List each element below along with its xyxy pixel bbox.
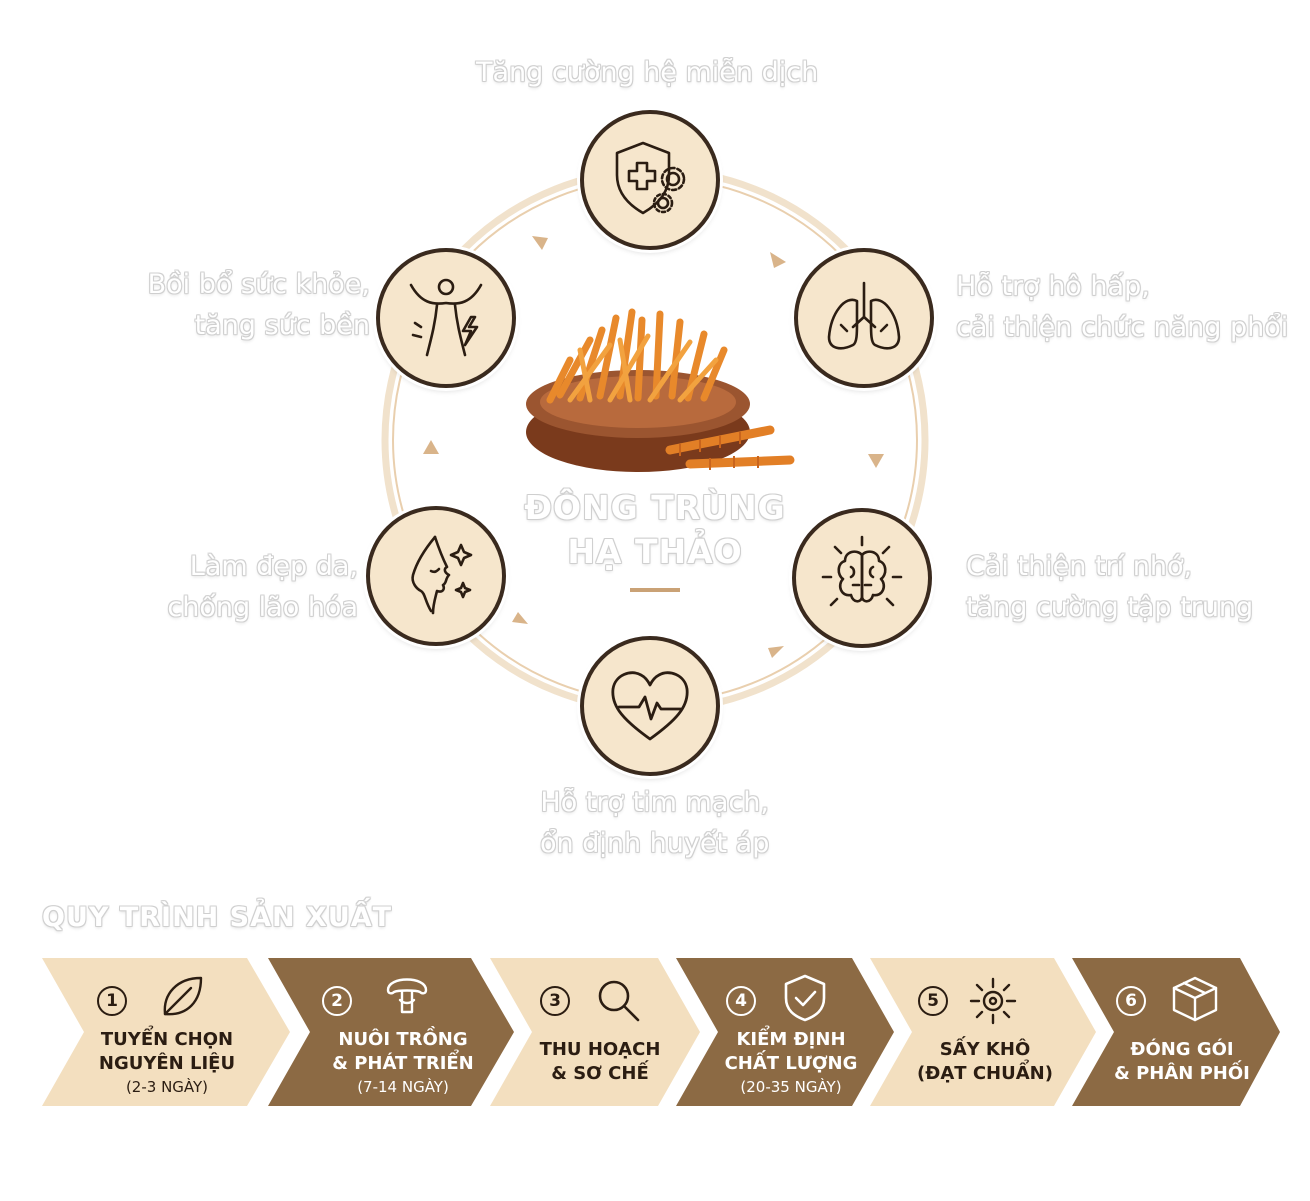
benefit-label-line: Hỗ trợ hô hấp, <box>956 271 1150 302</box>
leaf-icon <box>163 976 203 1016</box>
magnifier-icon <box>598 980 640 1022</box>
ring-arrow <box>770 252 786 268</box>
step-number: 1 <box>97 986 127 1016</box>
center-title-line: HẠ THẢO <box>567 532 743 571</box>
heart-pulse-icon <box>611 671 689 741</box>
benefit-label-skin: Làm đẹp da, chống lão hóa <box>110 546 358 628</box>
benefit-label-line: Cải thiện trí nhớ, <box>966 551 1193 582</box>
step-label: KIỂM ĐỊNH CHẤT LƯỢNG (20-35 NGÀY) <box>706 1028 876 1098</box>
step-label: NUÔI TRỒNG & PHÁT TRIỂN (7-14 NGÀY) <box>318 1028 488 1098</box>
step-number: 4 <box>726 986 756 1016</box>
benefit-skin-circle <box>366 506 506 646</box>
step-number: 2 <box>322 986 352 1016</box>
step-number: 6 <box>1116 986 1146 1016</box>
step-label-line: NGUYÊN LIỆU <box>98 1053 236 1074</box>
brain-icon <box>821 535 903 607</box>
step-label: THU HOẠCH & SƠ CHẾ <box>520 1038 680 1086</box>
process-step-1: 1 TUYỂN CHỌN NGUYÊN LIỆU (2-3 NGÀY) <box>42 958 290 1106</box>
face-sparkle-icon <box>411 535 473 615</box>
benefit-brain-circle <box>792 508 932 648</box>
process-step-5: 5 SẤY KHÔ (ĐẠT CHUẨN) <box>870 958 1096 1106</box>
step-number: 3 <box>540 986 570 1016</box>
ring-arrow <box>868 454 884 468</box>
process-title: QUY TRÌNH SẢN XUẤT <box>42 902 393 933</box>
step-duration: (2-3 NGÀY) <box>125 1078 209 1096</box>
step-label-line: & SƠ CHẾ <box>551 1063 649 1084</box>
benefit-heart-circle <box>580 636 720 776</box>
process-step-6: 6 ĐÓNG GÓI & PHÂN PHỐI <box>1072 958 1280 1106</box>
cordyceps-bowl-image <box>526 308 795 472</box>
benefit-label-heart: Hỗ trợ tim mạch, ổn định huyết áp <box>540 782 769 864</box>
step-label-line: ĐÓNG GÓI <box>1130 1039 1234 1060</box>
sun-icon <box>969 977 1017 1025</box>
benefit-label-brain: Cải thiện trí nhớ, tăng cường tập trung <box>966 546 1253 628</box>
step-label-line: NUÔI TRỒNG <box>338 1029 468 1050</box>
process-step-4: 4 KIỂM ĐỊNH CHẤT LƯỢNG (20-35 NGÀY) <box>676 958 894 1106</box>
step-label-line: KIỂM ĐỊNH <box>736 1029 846 1050</box>
benefit-label-line: Bồi bổ sức khỏe, <box>147 269 370 300</box>
benefit-label-line: chống lão hóa <box>167 592 358 623</box>
ring-arrow <box>768 646 784 658</box>
process-step-3: 3 THU HOẠCH & SƠ CHẾ <box>490 958 700 1106</box>
benefit-label-line: tăng cường tập trung <box>966 592 1254 623</box>
center-title-line: ĐÔNG TRÙNG <box>524 488 786 527</box>
person-energy-icon <box>409 278 483 357</box>
step-label-line: & PHÂN PHỐI <box>1114 1063 1250 1084</box>
step-label-line: CHẤT LƯỢNG <box>724 1053 858 1074</box>
step-label-line: & PHÁT TRIỂN <box>332 1053 474 1074</box>
box-icon <box>1172 976 1218 1022</box>
step-label-line: (ĐẠT CHUẨN) <box>917 1063 1053 1084</box>
benefit-label-line: Tăng cường hệ miễn dịch <box>476 57 819 88</box>
benefit-lungs-circle <box>794 248 934 388</box>
benefit-label-line: Làm đẹp da, <box>189 551 358 582</box>
benefit-strength-circle <box>376 248 516 388</box>
center-title: ĐÔNG TRÙNG HẠ THẢO <box>510 486 800 574</box>
shield-check-icon <box>784 974 826 1022</box>
ring-arrow <box>423 440 439 454</box>
benefit-label-line: tăng sức bền <box>194 310 370 341</box>
step-number: 5 <box>918 986 948 1016</box>
step-duration: (7-14 NGÀY) <box>357 1078 449 1096</box>
benefit-label-immune: Tăng cường hệ miễn dịch <box>476 52 818 93</box>
benefit-immune-circle <box>580 110 720 250</box>
step-label-line: SẤY KHÔ <box>939 1039 1031 1060</box>
benefit-label-strength: Bồi bổ sức khỏe, tăng sức bền <box>100 264 370 346</box>
benefit-label-line: cải thiện chức năng phổi <box>956 312 1289 343</box>
step-label: TUYỂN CHỌN NGUYÊN LIỆU (2-3 NGÀY) <box>82 1028 252 1098</box>
step-label-line: TUYỂN CHỌN <box>100 1029 234 1050</box>
process-step-2: 2 NUÔI TRỒNG & PHÁT TRIỂN (7-14 NGÀY) <box>268 958 514 1106</box>
benefit-label-lungs: Hỗ trợ hô hấp, cải thiện chức năng phổi <box>956 266 1288 348</box>
lungs-icon <box>827 281 901 350</box>
mushroom-icon <box>386 978 428 1014</box>
ring-arrow <box>512 612 528 624</box>
step-label: SẤY KHÔ (ĐẠT CHUẨN) <box>905 1038 1065 1086</box>
benefit-label-line: Hỗ trợ tim mạch, <box>540 787 769 818</box>
benefits-cycle: ĐÔNG TRÙNG HẠ THẢO <box>100 52 1289 864</box>
step-duration: (20-35 NGÀY) <box>740 1078 842 1096</box>
shield-medical-gear-icon <box>615 141 686 215</box>
step-label: ĐÓNG GÓI & PHÂN PHỐI <box>1102 1038 1262 1086</box>
step-label-line: THU HOẠCH <box>539 1039 661 1060</box>
center-divider <box>630 588 680 592</box>
benefit-label-line: ổn định huyết áp <box>540 828 770 859</box>
ring-arrow <box>532 236 548 250</box>
